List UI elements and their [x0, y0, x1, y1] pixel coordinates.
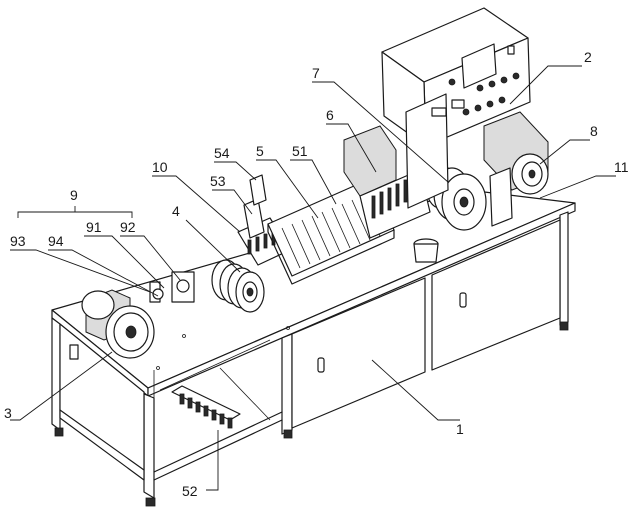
label-91: 91 [86, 219, 102, 235]
label-2: 2 [584, 49, 592, 65]
label-52: 52 [182, 483, 198, 499]
label-3: 3 [4, 405, 12, 421]
control-cabinet [381, 7, 531, 209]
label-8: 8 [590, 123, 598, 139]
label-93: 93 [10, 233, 26, 249]
label-92: 92 [120, 219, 136, 235]
leader-lines [10, 65, 616, 491]
label-6: 6 [326, 107, 334, 123]
label-5: 5 [256, 143, 264, 159]
label-10: 10 [152, 159, 168, 175]
part-labels: 1 2 3 4 5 51 52 53 54 6 7 8 9 91 92 93 9… [4, 49, 629, 499]
label-51: 51 [292, 143, 308, 159]
coil-spool [211, 259, 265, 313]
label-9: 9 [70, 187, 78, 203]
label-4: 4 [172, 203, 180, 219]
label-53: 53 [210, 173, 226, 189]
label-1: 1 [456, 421, 464, 437]
label-54: 54 [214, 145, 230, 161]
table-frame [51, 189, 576, 507]
left-motor-pulley [81, 289, 155, 359]
label-94: 94 [48, 233, 64, 249]
right-motor [483, 111, 549, 227]
small-container [413, 238, 439, 263]
lower-parts-rack [171, 385, 241, 429]
tensioner-assembly [149, 271, 195, 303]
label-7: 7 [312, 65, 320, 81]
label-11: 11 [614, 159, 629, 175]
